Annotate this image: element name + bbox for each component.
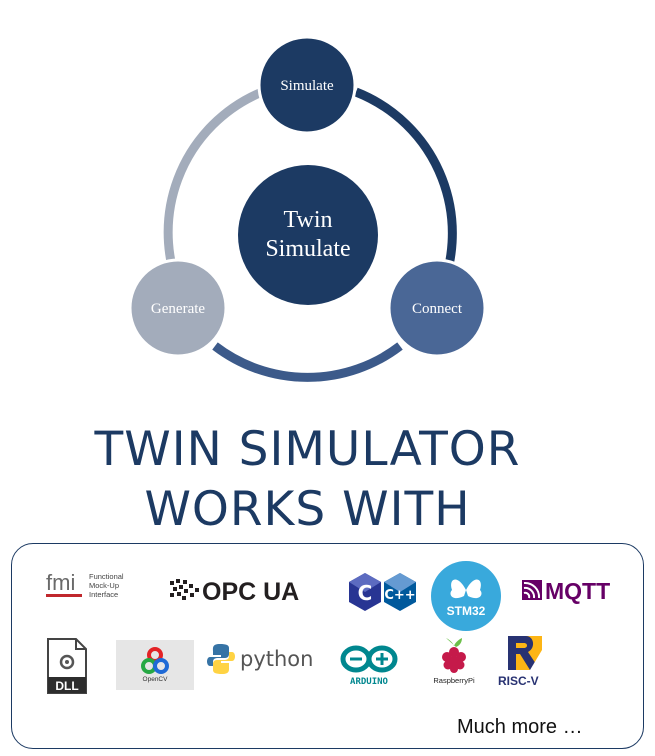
stm32-text: STM32 xyxy=(447,604,486,618)
python-text: python xyxy=(240,647,313,671)
arduino-logo: ARDUINO xyxy=(340,645,400,687)
center-label-line2: Simulate xyxy=(265,236,350,262)
cycle-diagram: Twin Simulate Simulate Connect Generate xyxy=(128,35,487,382)
butterfly-icon xyxy=(450,579,482,599)
dll-logo: DLL xyxy=(44,637,90,695)
connect-node: Connect xyxy=(387,258,487,358)
riscv-text: RISC-V xyxy=(498,674,539,688)
opencv-graphic: OpenCV xyxy=(116,640,194,690)
stm32-logo: STM32 xyxy=(430,560,502,632)
python-logo: python xyxy=(205,642,315,676)
much-more-label: Much more … xyxy=(457,716,583,738)
mqtt-logo: MQTT xyxy=(521,575,631,605)
headline: TWIN SIMULATOR WORKS WITH xyxy=(0,420,615,540)
headline-line2: WORKS WITH xyxy=(144,482,471,537)
signal-icon xyxy=(523,581,541,599)
python-snake-yellow xyxy=(213,652,235,674)
integrations-panel xyxy=(11,543,644,749)
fmi-caption-2: Mock-Up xyxy=(89,581,119,590)
riscv-logo: RISC-V xyxy=(494,634,566,688)
opencv-logo: OpenCV xyxy=(116,640,194,690)
mqtt-text: MQTT xyxy=(545,578,610,604)
opcua-logo: OPC UA xyxy=(168,575,323,605)
generate-label: Generate xyxy=(151,301,205,317)
cpp-logo: C++ xyxy=(384,573,416,611)
ring-arc-blue xyxy=(212,342,403,382)
fmi-logo-graphic: fmi Functional Mock-Up Interface xyxy=(46,570,124,599)
mqtt-graphic: MQTT xyxy=(522,578,610,604)
dll-text: DLL xyxy=(55,679,78,693)
c-logo: C xyxy=(349,573,381,611)
raspberrypi-logo: RaspberryPi xyxy=(428,635,480,687)
c-cpp-graphic: C C++ xyxy=(349,573,416,611)
riscv-graphic: RISC-V xyxy=(498,636,542,688)
headline-line1: TWIN SIMULATOR xyxy=(94,422,521,477)
opencv-text: OpenCV xyxy=(143,676,169,683)
c-cpp-logos: C C++ xyxy=(347,572,419,612)
cpp-text: C++ xyxy=(384,588,415,603)
gear-icon xyxy=(59,654,75,670)
generate-node: Generate xyxy=(128,258,228,358)
arduino-graphic: ARDUINO xyxy=(340,645,398,687)
python-snake-blue xyxy=(207,644,229,666)
fmi-caption-3: Interface xyxy=(89,590,118,599)
stm32-graphic: STM32 xyxy=(431,561,501,631)
raspberrypi-graphic: RaspberryPi xyxy=(433,638,475,685)
opcua-logo-graphic: OPC UA xyxy=(170,578,299,605)
simulate-label: Simulate xyxy=(280,78,334,94)
python-graphic: python xyxy=(207,644,313,674)
fmi-underline xyxy=(46,594,82,597)
arduino-text: ARDUINO xyxy=(350,677,389,687)
center-label-line1: Twin xyxy=(284,207,333,233)
fmi-mark: fmi xyxy=(46,570,75,595)
raspberrypi-text: RaspberryPi xyxy=(433,676,475,685)
dll-graphic: DLL xyxy=(47,638,87,694)
connect-label: Connect xyxy=(412,301,463,317)
fmi-logo: fmi Functional Mock-Up Interface xyxy=(44,568,134,604)
simulate-node: Simulate xyxy=(257,35,357,135)
center-node: Twin Simulate xyxy=(238,165,378,305)
fmi-caption-1: Functional xyxy=(89,572,124,581)
opcua-text: OPC UA xyxy=(202,578,299,605)
c-text: C xyxy=(358,581,373,605)
